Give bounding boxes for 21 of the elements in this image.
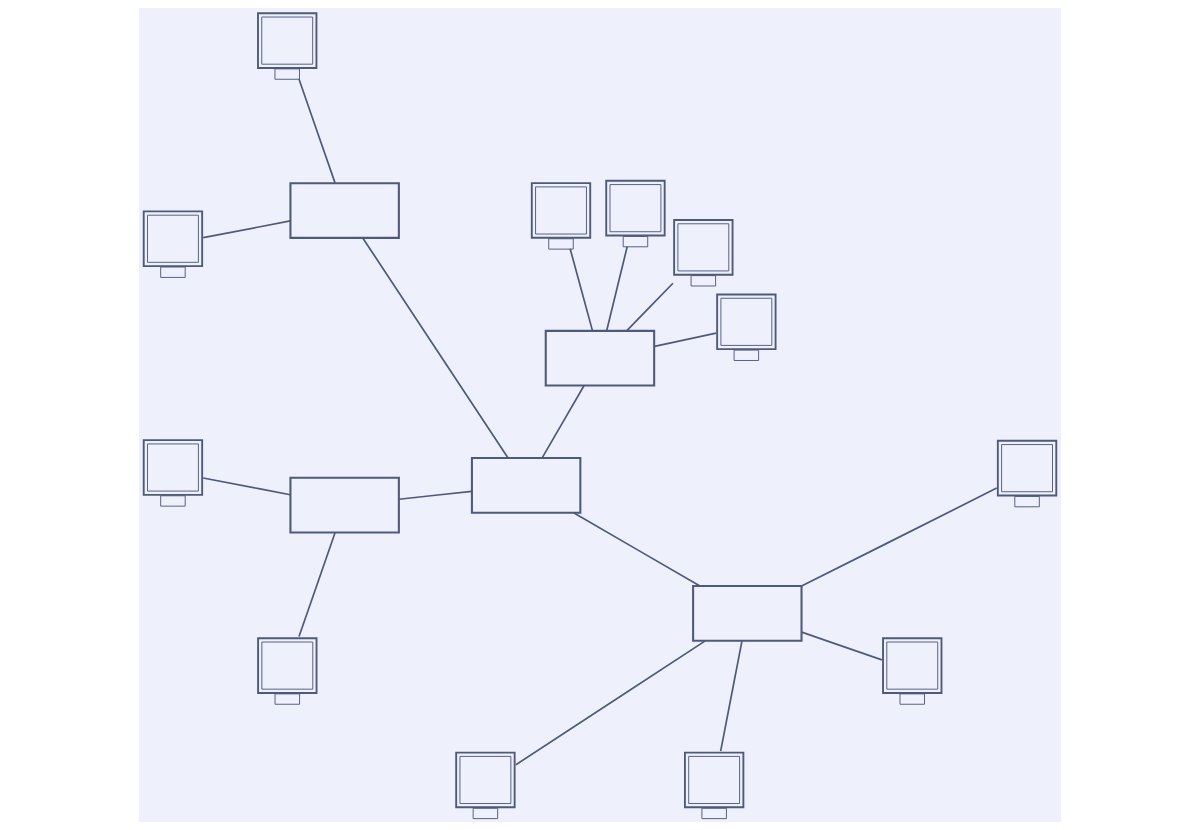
- connector: [202, 220, 292, 239]
- connector: [569, 247, 594, 332]
- node-box: [544, 329, 656, 387]
- node-box: [470, 457, 582, 514]
- connector: [626, 282, 674, 332]
- connector: [298, 531, 336, 638]
- connector: [202, 477, 292, 496]
- connector: [800, 631, 883, 661]
- connector: [572, 512, 701, 587]
- connector: [541, 384, 585, 459]
- node-box: [289, 182, 400, 239]
- connector: [298, 78, 336, 184]
- connector: [719, 640, 743, 752]
- connector: [800, 487, 998, 587]
- connector: [515, 640, 707, 766]
- connector: [362, 237, 509, 459]
- node-box: [692, 585, 803, 642]
- connector: [398, 490, 473, 501]
- connector: [653, 332, 717, 348]
- connector: [605, 245, 629, 332]
- node-box: [289, 476, 400, 534]
